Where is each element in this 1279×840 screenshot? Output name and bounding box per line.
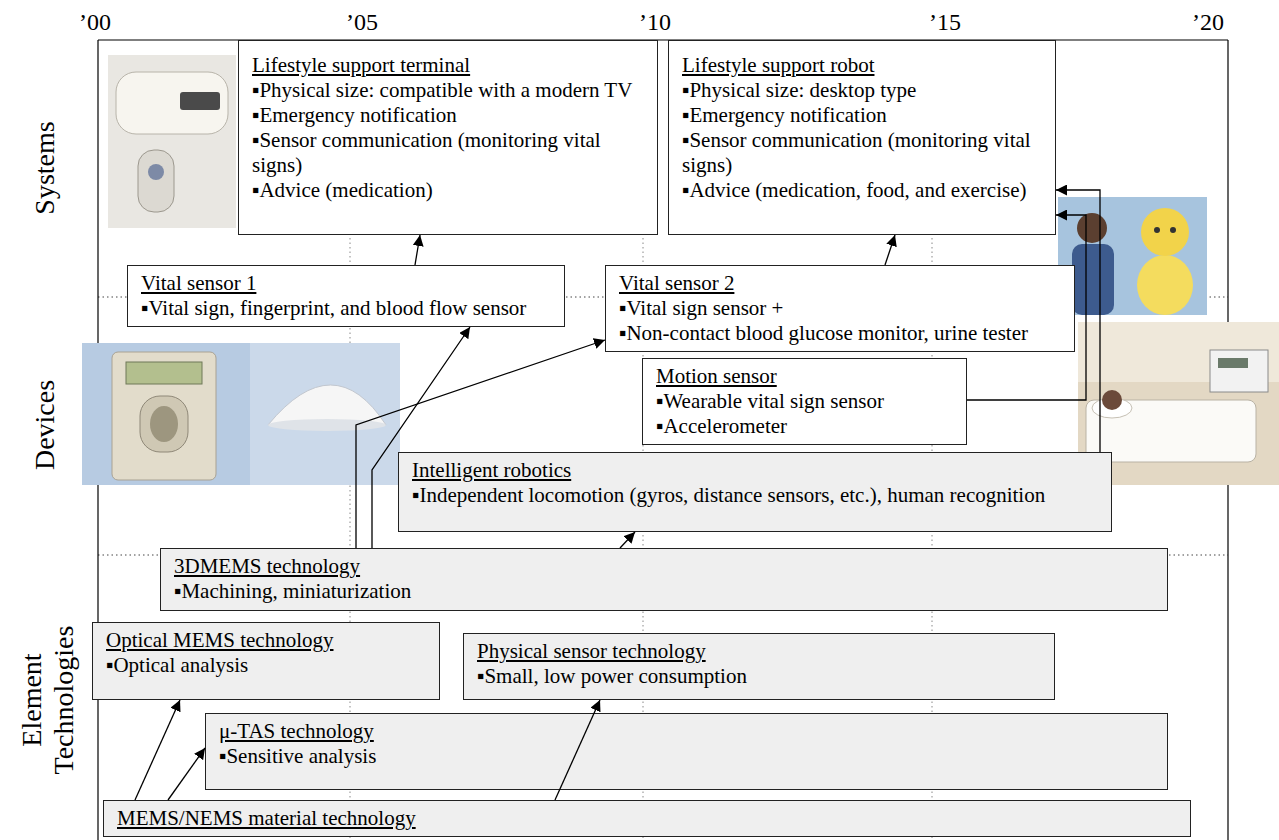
box-item: ▪Optical analysis	[106, 653, 248, 678]
terminal-photo	[108, 55, 236, 228]
arrow-connector	[372, 327, 470, 548]
frame	[98, 40, 1228, 840]
terminal-body	[116, 72, 228, 134]
photo-ground	[108, 55, 236, 228]
box-heading: μ-TAS technology	[219, 719, 374, 744]
box-item: ▪Sensor communication (monitoring vital …	[682, 128, 1043, 178]
arrow-connector	[135, 700, 180, 800]
label-holder: ’10	[625, 8, 685, 36]
box-heading: Intelligent robotics	[412, 458, 571, 483]
box-item: ▪Advice (medication)	[252, 178, 645, 203]
technology-band: Optical MEMS technology▪Optical analysis	[92, 622, 440, 700]
system-box: Lifestyle support terminal▪Physical size…	[238, 40, 658, 235]
robot-photo	[1058, 197, 1207, 315]
arrow-connector	[885, 235, 895, 265]
box-item: ▪Advice (medication, food, and exercise)	[682, 178, 1043, 203]
arrow-connector	[168, 748, 205, 800]
arrow-connector	[356, 340, 605, 548]
row-label: Devices	[29, 360, 61, 490]
robot-eye	[1154, 227, 1160, 233]
box-heading: Lifestyle support terminal	[252, 53, 645, 78]
year-label: ’05	[332, 8, 392, 36]
box-item: ▪Physical size: compatible with a modern…	[252, 78, 645, 103]
label-holder: ’15	[915, 8, 975, 36]
box-item: ▪Vital sign, fingerprint, and blood flow…	[141, 296, 526, 321]
year-label: ’10	[625, 8, 685, 36]
technology-band: MEMS/NEMS material technology	[103, 800, 1191, 837]
box-item: ▪Independent locomotion (gyros, distance…	[412, 483, 1045, 508]
box-item: ▪Wearable vital sign sensor	[656, 389, 884, 414]
technology-band: Physical sensor technology▪Small, low po…	[463, 633, 1055, 700]
robot-head	[1141, 208, 1189, 256]
finger-rest	[140, 396, 188, 452]
box-item: ▪Non-contact blood glucose monitor, urin…	[619, 321, 1028, 346]
box-item: ▪Emergency notification	[682, 103, 1043, 128]
box-heading: Vital sensor 1	[141, 271, 256, 296]
fingerprint-device-photo	[82, 343, 250, 485]
device-band: Intelligent robotics▪Independent locomot…	[398, 452, 1112, 532]
robot-body	[1137, 255, 1193, 315]
label-holder: Devices	[29, 360, 61, 490]
finger-pad	[150, 406, 178, 442]
label-holder: ’05	[332, 8, 392, 36]
row-label: Element Technologies	[16, 615, 80, 785]
photo-ground	[82, 343, 250, 485]
box-item: ▪Emergency notification	[252, 103, 645, 128]
dome-base	[268, 419, 386, 431]
box-item: ▪Vital sign sensor +	[619, 296, 783, 321]
arrow-connector	[555, 700, 600, 800]
technology-band: μ-TAS technology▪Sensitive analysis	[205, 713, 1168, 790]
system-box: Lifestyle support robot▪Physical size: d…	[668, 40, 1056, 235]
box-heading: Lifestyle support robot	[682, 53, 1043, 78]
box-heading: Optical MEMS technology	[106, 628, 333, 653]
terminal-screen	[180, 92, 220, 110]
box-heading: Physical sensor technology	[477, 639, 706, 664]
box-item: ▪Sensitive analysis	[219, 744, 376, 769]
pendant	[138, 150, 174, 212]
arrow-connector	[415, 235, 420, 265]
arrow-connector	[620, 532, 635, 548]
arrow-connector	[1056, 190, 1100, 452]
box-item: ▪Machining, miniaturization	[174, 579, 411, 604]
monitor-display	[1218, 358, 1248, 368]
monitor-unit	[1210, 350, 1268, 392]
label-holder: Systems	[29, 103, 61, 233]
technology-band: 3DMEMS technology▪Machining, miniaturiza…	[160, 548, 1168, 611]
box-heading: Vital sensor 2	[619, 271, 734, 296]
device-box: Motion sensor▪Wearable vital sign sensor…	[642, 358, 967, 445]
year-label: ’20	[1178, 8, 1238, 36]
sleeper-head	[1102, 390, 1122, 410]
arrow-connector	[967, 215, 1086, 400]
box-item: ▪Sensor communication (monitoring vital …	[252, 128, 645, 178]
robot-eye	[1170, 227, 1176, 233]
box-heading: 3DMEMS technology	[174, 554, 360, 579]
box-item: ▪Small, low power consumption	[477, 664, 747, 689]
year-label: ’00	[65, 8, 125, 36]
person-body	[1072, 244, 1114, 315]
row-label: Systems	[29, 103, 61, 233]
photo-ground	[1058, 197, 1207, 315]
photo-ground	[250, 343, 400, 485]
device-box: Vital sensor 2▪Vital sign sensor +▪Non-c…	[605, 265, 1075, 352]
box-item: ▪Accelerometer	[656, 414, 787, 439]
person-head	[1077, 213, 1107, 243]
device-body	[112, 352, 216, 480]
label-holder: ’20	[1178, 8, 1238, 36]
box-heading: MEMS/NEMS material technology	[117, 806, 416, 831]
dome-sensor-photo	[250, 343, 400, 485]
year-label: ’15	[915, 8, 975, 36]
device-box: Vital sensor 1▪Vital sign, fingerprint, …	[127, 265, 565, 327]
pendant-button	[148, 164, 164, 180]
device-display	[126, 362, 202, 384]
box-heading: Motion sensor	[656, 364, 777, 389]
label-holder: Element Technologies	[16, 615, 80, 785]
label-holder: ’00	[65, 8, 125, 36]
box-item: ▪Physical size: desktop type	[682, 78, 1043, 103]
grid	[98, 40, 1228, 840]
